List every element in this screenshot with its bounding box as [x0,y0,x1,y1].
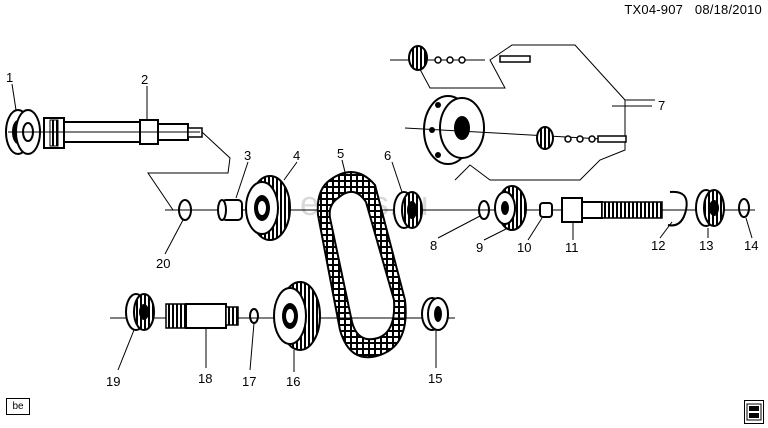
driven-sprocket-part-16 [273,281,321,351]
callout-12: 12 [651,238,665,253]
callout-1: 1 [6,70,13,85]
callout-8: 8 [430,238,437,253]
callout-11: 11 [565,240,579,255]
bearing-part-3 [217,199,243,221]
drive-chain-part-5 [316,171,407,359]
callout-20: 20 [156,256,170,271]
seal-part-15 [421,297,449,331]
callout-leaders [11,83,753,372]
gear-part-9 [494,185,527,231]
snap-ring-part-8 [478,200,490,220]
bearing-part-6 [393,191,423,229]
callout-5: 5 [337,146,344,161]
callout-3: 3 [244,148,251,163]
illustration-code-box: be [6,398,30,415]
callout-15: 15 [428,371,442,386]
bearing-part-10 [539,202,553,218]
diagram-header: TX04-907 08/18/2010 [616,2,762,17]
retaining-ring-part-12 [667,190,688,227]
callout-4: 4 [293,148,300,163]
differential-assembly-part-7 [390,44,655,181]
bearing-part-19 [125,293,155,331]
diagram-code: TX04-907 [624,2,684,17]
input-shaft-part-2 [43,117,203,149]
callout-13: 13 [699,238,713,253]
callout-16: 16 [286,374,300,389]
front-output-shaft-part-18 [165,303,239,329]
callout-18: 18 [198,371,212,386]
callout-6: 6 [384,148,391,163]
snap-ring-part-17 [249,308,259,324]
diagram-date: 08/18/2010 [694,2,762,17]
bearing-part-13 [695,189,725,227]
callout-7: 7 [658,98,665,113]
drive-sprocket-part-4 [245,175,291,241]
callout-17: 17 [242,374,256,389]
output-shaft-part-11 [561,197,663,223]
gm-service-logo-icon [744,400,764,424]
snap-ring-part-20 [178,199,192,221]
callout-19: 19 [106,374,120,389]
callout-14: 14 [744,238,758,253]
snap-ring-part-14 [738,198,750,218]
callout-9: 9 [476,240,483,255]
callout-2: 2 [141,72,148,87]
callout-10: 10 [517,240,531,255]
